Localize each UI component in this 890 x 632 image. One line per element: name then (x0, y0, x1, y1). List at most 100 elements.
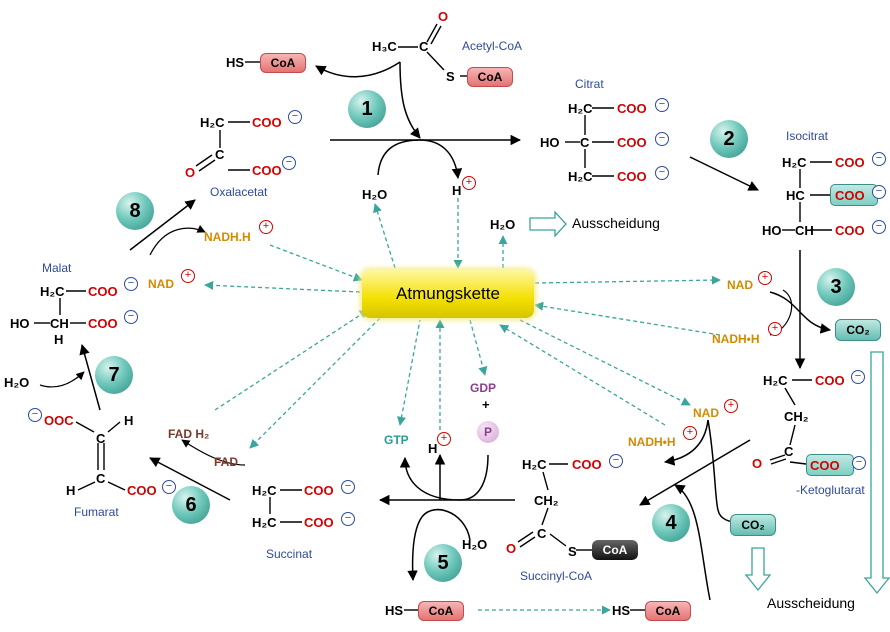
fadh2-label: FAD H₂ (168, 427, 210, 441)
acetyl-h3c: H₃C (372, 39, 397, 54)
step-5-badge: 5 (424, 544, 462, 582)
h2o-step5: H₂O (462, 537, 488, 552)
nadh-step8: NADH.H (204, 230, 251, 244)
co2-step4-box: CO₂ (730, 514, 776, 536)
malat-h2c: H₂C (40, 284, 65, 299)
excretion-top-label: Ausscheidung (572, 215, 660, 231)
nad-step4: NAD (693, 406, 719, 420)
h-step1-charge: + (462, 176, 476, 190)
arrow-excretion-co2-step3 (863, 351, 890, 595)
dash-fadh2 (214, 309, 369, 411)
excretion-bottom-label: Ausscheidung (767, 595, 855, 611)
keto-h2c: H₂C (763, 373, 788, 388)
arrow-step4-coa (674, 484, 711, 601)
acetyl-coa-label: Acetyl-CoA (462, 39, 523, 53)
nad-step3: NAD (727, 278, 753, 292)
co2-step3-box: CO₂ (835, 319, 881, 341)
step-3-badge: 3 (817, 268, 855, 306)
citrat-coo-1: COO (617, 101, 647, 116)
arrow-step3-co2 (769, 291, 832, 334)
hs-coa-top-box: CoA (260, 53, 306, 73)
fumarat-h1: H (124, 413, 134, 428)
gdp-label: GDP (470, 381, 497, 395)
bonds (34, 23, 832, 611)
dash-gdp (469, 319, 488, 376)
arrow-h2o-h (377, 139, 463, 180)
h-step5-charge: + (437, 432, 451, 446)
dash-gtp (397, 319, 421, 426)
keto-charge-2: − (852, 456, 866, 470)
keto-ch2: CH₂ (784, 409, 809, 424)
fumarat-c2: C (96, 471, 106, 486)
malat-coo-1: COO (88, 284, 118, 299)
arrow-excretion-h2o (529, 210, 567, 238)
arrow-step4-co2 (707, 419, 742, 528)
arrow-step7-h2o (39, 371, 85, 388)
hs-coa-bottom-left-box: CoA (418, 601, 464, 621)
step-1-badge: 1 (348, 90, 386, 128)
ketoglutarat-label: -Ketoglutarat (796, 483, 865, 497)
citrat-charge-2: − (655, 132, 669, 146)
arrow-step7-main (79, 343, 101, 411)
succinat-label: Succinat (266, 547, 313, 561)
acetyl-c: C (419, 39, 429, 54)
arrow-step5-hscoa (407, 509, 471, 582)
hs-coa-bottom-right-box: CoA (645, 601, 691, 621)
gdp-plus-sign: + (482, 397, 490, 412)
oxal-o: O (185, 165, 196, 180)
isocitrat-ho: HO (762, 223, 782, 238)
oxal-charge-1: − (288, 110, 302, 124)
dash-nad-step8 (204, 280, 361, 293)
succcoa-charge: − (609, 454, 623, 468)
citrat-h2c-1: H₂C (568, 101, 593, 116)
nad-step8-charge: + (181, 269, 195, 283)
step-6-badge: 6 (172, 486, 210, 524)
step-2-badge: 2 (710, 120, 748, 158)
citrat-h2c-2: H₂C (568, 169, 593, 184)
keto-o: O (752, 456, 763, 471)
nad-step4-charge: + (724, 399, 738, 413)
fumarat-charge-2: − (162, 480, 176, 494)
isocitrat-ch: CH (795, 223, 814, 238)
succcoa-h2c: H₂C (522, 457, 547, 472)
step-7-badge: 7 (95, 356, 133, 394)
dash-nadh-step3 (534, 301, 721, 336)
malat-ch: CH (50, 316, 69, 331)
phosphate-circle: P (477, 421, 499, 443)
arrow-step5-gtp (399, 454, 489, 501)
citrat-coo-2: COO (617, 135, 647, 150)
arrow-step2 (689, 156, 759, 191)
malat-charge-2: − (124, 310, 138, 324)
h-step5: H (428, 441, 438, 456)
oxalacetat-label: Oxalacetat (210, 185, 268, 199)
succcoa-s: S (568, 544, 577, 559)
nadh-step3-charge: + (768, 322, 782, 336)
isocitrat-charge-2: − (872, 185, 886, 199)
arrow-step6-fad (181, 439, 246, 466)
succinat-charge-2: − (341, 512, 355, 526)
nadh-step4-charge: + (683, 426, 697, 440)
fumarat-charge-1: − (28, 408, 42, 422)
fumarat-ooc: OOC (44, 413, 74, 428)
keto-c: C (784, 444, 794, 459)
h2o-excretion: H₂O (490, 217, 516, 232)
arrow-step8-main (129, 199, 196, 251)
isocitrat-charge-1: − (872, 152, 886, 166)
fumarat-label: Fumarat (74, 505, 119, 519)
oxal-coo-1: COO (252, 115, 282, 130)
citrat-c: C (580, 135, 590, 150)
hs-bottom-right: HS (612, 603, 631, 618)
nad-step8: NAD (148, 277, 174, 291)
succinat-coo-1: COO (304, 483, 334, 498)
succcoa-ch2: CH₂ (534, 493, 559, 508)
dash-nad-step3 (534, 275, 721, 285)
oxal-coo-2: COO (252, 163, 282, 178)
nad-step3-charge: + (758, 271, 772, 285)
succinyl-coa-box: CoA (592, 540, 638, 560)
step-4-badge: 4 (652, 504, 690, 542)
isocitrat-coo-1: COO (835, 155, 865, 170)
dash-nadh-step8 (269, 244, 363, 282)
citrat-charge-3: − (655, 166, 669, 180)
